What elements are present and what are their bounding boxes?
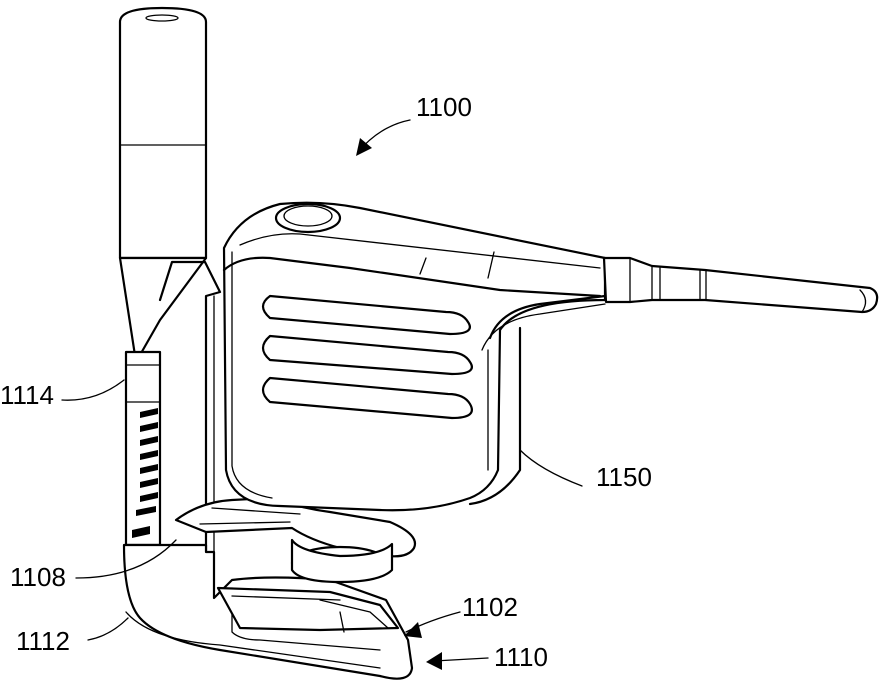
leader-1112 [88,618,128,640]
cable [604,258,877,312]
label-1114: 1114 [0,380,54,410]
vent-slots [263,296,472,418]
leader-1150 [520,450,582,486]
label-1108: 1108 [10,562,66,592]
label-1150: 1150 [596,462,652,492]
label-1112: 1112 [16,626,70,656]
leader-1114 [62,380,124,400]
leader-1110 [434,658,488,661]
arrow-1102 [404,622,422,638]
label-1102: 1102 [462,592,518,622]
arrow-1110 [426,652,442,670]
label-1100: 1100 [416,92,472,122]
label-1110: 1110 [494,642,548,672]
handle-column [120,8,220,552]
